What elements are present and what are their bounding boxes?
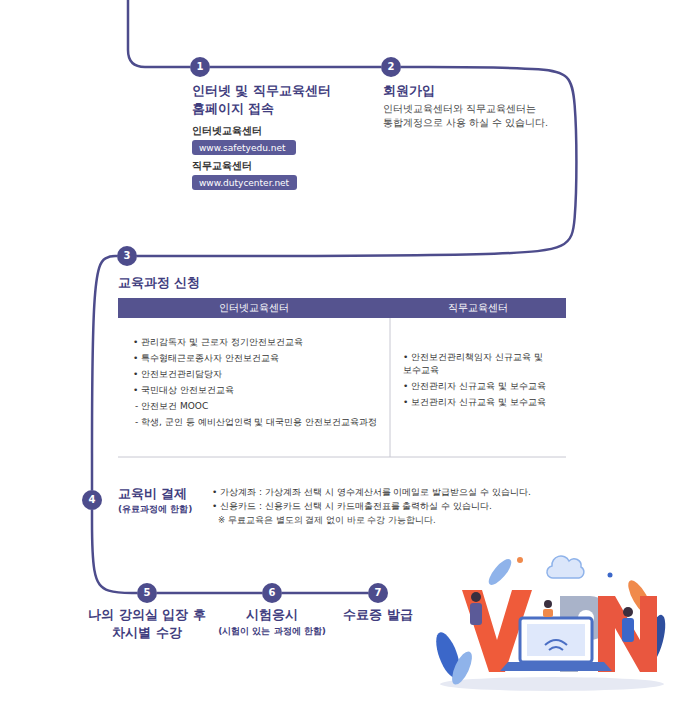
step-note: (유료과정에 한함) xyxy=(118,504,218,516)
lead-in-line xyxy=(128,0,190,67)
table-cell: - 학생, 군인 등 예비산업인력 및 대국민용 안전보건교육과정 xyxy=(135,416,387,429)
url-text: www.safetyedu.net xyxy=(199,143,285,153)
step-number: 1 xyxy=(190,57,210,77)
step-circle: 1인터넷 및 직무교육센터 홈페이지 접속 xyxy=(190,57,210,77)
step-number: 6 xyxy=(262,583,282,603)
flow-connector xyxy=(282,592,368,595)
table-cell: • 국민대상 안전보건교육 xyxy=(133,384,385,397)
step-circle: 4교육비 결제(유료과정에 한함) xyxy=(82,490,102,510)
step-number: 2 xyxy=(381,57,401,77)
flow-connector xyxy=(92,510,137,593)
payment-note: ※ 무료교육은 별도의 결제 없이 바로 수강 가능합니다. xyxy=(218,514,632,526)
leaf xyxy=(448,649,476,688)
step-heading: 인터넷 및 직무교육센터 홈페이지 접속 xyxy=(192,82,352,117)
dot xyxy=(608,573,613,578)
url-pill: www.dutycenter.net xyxy=(192,175,297,190)
laptop-screen xyxy=(520,618,592,662)
header-text: 직무교육센터 xyxy=(448,301,508,315)
dot xyxy=(517,557,523,563)
step-heading: 수료증 발급 xyxy=(328,606,428,624)
url-text: www.dutycenter.net xyxy=(199,178,289,188)
payment-note: • 가상계좌 : 가상계좌 선택 시 영수계산서를 이메일로 발급받으실 수 있… xyxy=(212,486,632,499)
step-heading: 시험응시 xyxy=(227,606,317,624)
person-body xyxy=(622,618,634,642)
step-circle: 7수료증 발급 xyxy=(368,583,388,603)
person-head xyxy=(544,600,552,608)
step-heading: 교육비 결제 xyxy=(118,485,208,503)
table-cell: - 안전보건 MOOC xyxy=(135,400,385,413)
flow-connector xyxy=(210,66,381,69)
laptop-base xyxy=(500,662,612,671)
site-label: 직무교육센터 xyxy=(192,159,342,174)
step-circle: 3교육과정 신청 xyxy=(117,246,137,266)
table-cell: • 관리감독자 및 근로자 정기안전보건교육 xyxy=(133,336,385,349)
step-note: 인터넷교육센터와 직무교육센터는 통합계정으로 사용 하실 수 있습니다. xyxy=(383,102,558,131)
step-heading: 교육과정 신청 xyxy=(118,274,278,292)
table-cell: • 특수형태근로종사자 안전보건교육 xyxy=(133,352,385,365)
flow-connector xyxy=(92,256,117,490)
table-header: 인터넷교육센터 xyxy=(118,298,390,318)
step-note: (시험이 있는 과정에 한함) xyxy=(197,626,347,638)
table-cell: • 안전관리자 신규교육 및 보수교육 xyxy=(403,380,563,393)
table-cell: • 안전보건관리담당자 xyxy=(133,368,385,381)
step-number: 4 xyxy=(82,490,102,510)
url-pill: www.safetyedu.net xyxy=(192,140,296,155)
step-heading: 회원가입 xyxy=(383,82,503,100)
step-heading: 나의 강의실 입장 후 차시별 수강 xyxy=(80,606,214,641)
vpn-illustration xyxy=(431,556,669,691)
step-circle: 2회원가입인터넷교육센터와 직무교육센터는 통합계정으로 사용 하실 수 있습니… xyxy=(381,57,401,77)
wifi-symbol xyxy=(545,640,567,650)
step-circle: 5나의 강의실 입장 후 차시별 수강 xyxy=(137,583,157,603)
cloud-icon xyxy=(547,556,584,578)
table-cell: • 안전보건관리책임자 신규교육 및 보수교육 xyxy=(403,351,563,377)
payment-note: • 신용카드 : 신용카드 선택 시 카드매출전표를 출력하실 수 있습니다. xyxy=(212,500,632,513)
person-head xyxy=(471,592,481,602)
ground-shadow xyxy=(440,677,664,691)
flow-connector xyxy=(137,67,576,256)
laptop-display xyxy=(527,624,585,656)
flow-connector xyxy=(157,592,262,595)
person-body xyxy=(543,609,553,617)
table-cell: • 보건관리자 신규교육 및 보수교육 xyxy=(403,396,563,409)
leaf xyxy=(485,556,515,588)
table-header: 직무교육센터 xyxy=(390,298,566,318)
letter-n-shape xyxy=(598,596,657,672)
step-number: 5 xyxy=(137,583,157,603)
table-divider xyxy=(390,318,391,457)
step-circle: 6시험응시(시험이 있는 과정에 한함) xyxy=(262,583,282,603)
step-number: 7 xyxy=(368,583,388,603)
site-label: 인터넷교육센터 xyxy=(192,124,342,139)
person-head xyxy=(623,607,633,617)
table-bottom-rule xyxy=(118,457,566,458)
header-text: 인터넷교육센터 xyxy=(219,301,289,315)
person-body xyxy=(470,603,482,625)
step-number: 3 xyxy=(117,246,137,266)
